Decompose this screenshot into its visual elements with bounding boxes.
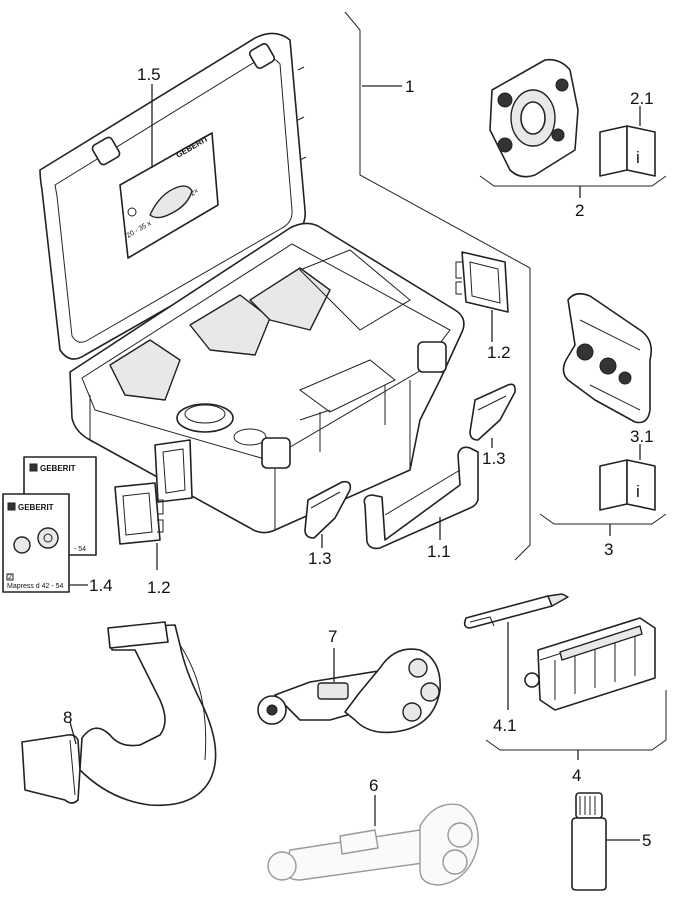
label-1-2-left: 1.2 bbox=[147, 578, 171, 597]
label-4: 4 bbox=[572, 766, 581, 785]
label-7: 7 bbox=[328, 627, 337, 646]
lid-instruction-card: GEBERIT 20 - 35 x 2× bbox=[119, 132, 219, 259]
latch-left bbox=[304, 480, 352, 539]
leaflet-item-no: 2 bbox=[8, 574, 12, 581]
label-8: 8 bbox=[63, 708, 72, 727]
label-2-1: 2.1 bbox=[630, 89, 654, 108]
leaflet-back-text: - 54 bbox=[74, 546, 86, 553]
marker-pen bbox=[463, 593, 569, 629]
leaflet-back-brand: GEBERIT bbox=[40, 464, 76, 473]
press-collar bbox=[489, 58, 579, 178]
label-1-2-right: 1.2 bbox=[487, 343, 511, 362]
info-icon-3: i bbox=[636, 482, 640, 501]
label-1-1: 1.1 bbox=[427, 542, 451, 561]
label-1-4: 1.4 bbox=[89, 576, 113, 595]
manual-book-icon-3: i bbox=[599, 459, 656, 511]
shoulder-strap bbox=[21, 621, 217, 807]
case-clip-right bbox=[455, 251, 509, 313]
group-1-bracket bbox=[344, 11, 531, 561]
group-3-bracket bbox=[539, 513, 667, 525]
label-3-1: 3.1 bbox=[630, 427, 654, 446]
latch-right bbox=[469, 383, 516, 441]
carrying-case: GEBERIT 20 - 35 x 2× bbox=[39, 32, 465, 534]
pipe-cutter-ghost bbox=[267, 803, 479, 886]
case-handle bbox=[363, 446, 479, 550]
group-2-bracket bbox=[479, 175, 667, 187]
label-4-1: 4.1 bbox=[493, 716, 517, 735]
label-1: 1 bbox=[405, 77, 414, 96]
pipe-cutter bbox=[257, 648, 441, 734]
manual-book-icon-2: i bbox=[599, 125, 656, 177]
label-1-3-left: 1.3 bbox=[308, 549, 332, 568]
instruction-leaflets: GEBERIT - 54 GEBERIT 2 Mapress d 42 - 54 bbox=[2, 456, 97, 593]
label-1-5: 1.5 bbox=[137, 65, 161, 84]
press-jaw bbox=[562, 292, 653, 424]
lubricant-bottle bbox=[571, 792, 607, 891]
label-2: 2 bbox=[575, 201, 584, 220]
info-icon-2: i bbox=[636, 148, 640, 167]
lid-card-note: 2× bbox=[190, 188, 200, 198]
leaflet-front-text: Mapress d 42 - 54 bbox=[7, 583, 64, 590]
group-4-bracket bbox=[485, 690, 667, 751]
depth-insertion-gauge bbox=[524, 617, 656, 711]
case-clip-left bbox=[114, 482, 164, 545]
label-6: 6 bbox=[369, 776, 378, 795]
label-3: 3 bbox=[604, 540, 613, 559]
label-5: 5 bbox=[642, 831, 651, 850]
label-1-3-right: 1.3 bbox=[482, 449, 506, 468]
leaflet-front-brand: GEBERIT bbox=[18, 503, 54, 512]
